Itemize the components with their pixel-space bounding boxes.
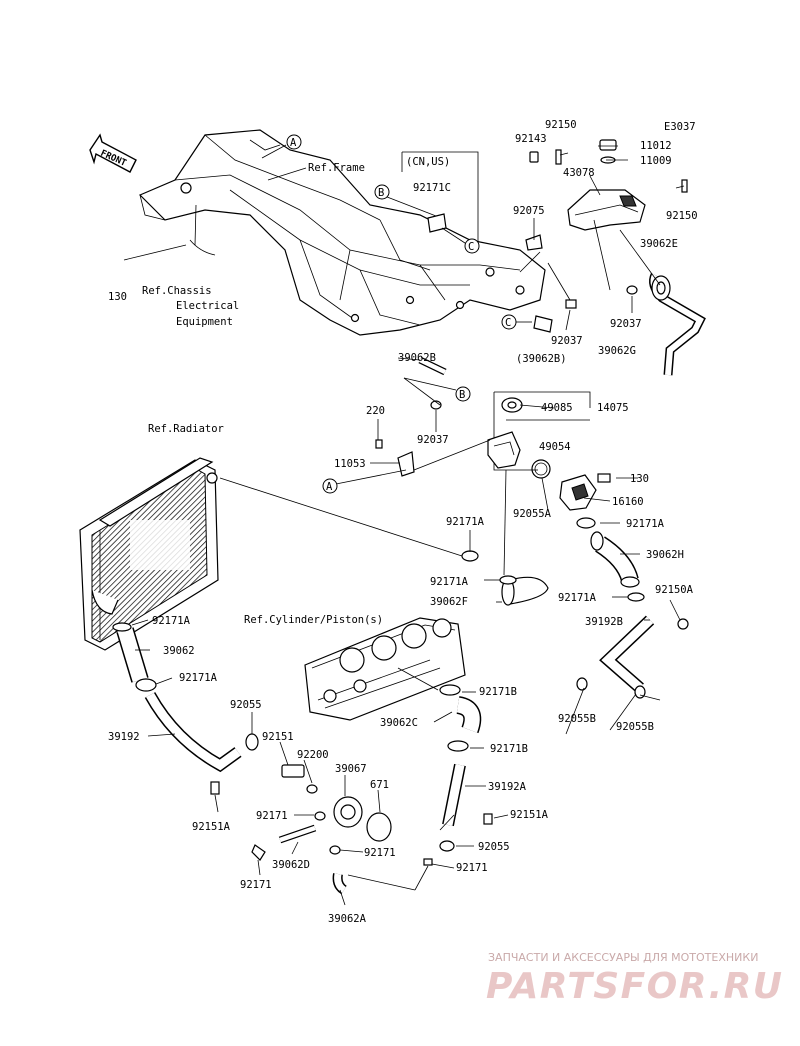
part-label: 92171A — [558, 592, 597, 604]
part-label: 39062 — [163, 645, 195, 657]
part-label: 92055 — [230, 699, 262, 711]
part-label: 92171C — [413, 182, 451, 194]
watermark-logo: PARTSFOR.RU — [486, 966, 782, 1007]
part-label: 92200 — [297, 749, 329, 761]
part-label: 14075 — [597, 402, 629, 414]
part-label: 39192B — [585, 616, 623, 628]
part-label: 92150 — [545, 119, 577, 131]
part-label: 92143 — [515, 133, 547, 145]
ref-frame: Ref.Frame — [308, 162, 365, 174]
part-label: 130 — [630, 473, 649, 485]
part-label: 39192A — [488, 781, 527, 793]
part-label: 92171 — [456, 862, 488, 874]
part-label: 39062C — [380, 717, 418, 729]
part-label: 39062D — [272, 859, 310, 871]
part-label: 39062G — [598, 345, 636, 357]
part-label: 11053 — [334, 458, 366, 470]
part-label: 43078 — [563, 167, 595, 179]
part-label: 92055B — [558, 713, 596, 725]
region-box-label: (CN,US) — [406, 156, 450, 168]
svg-text:C: C — [505, 317, 511, 329]
part-label: 39062E — [640, 238, 678, 250]
ref-cylinder: Ref.Cylinder/Piston(s) — [244, 614, 383, 626]
part-label: 92151A — [192, 821, 231, 833]
part-label: 92171A — [430, 576, 469, 588]
part-label: 220 — [366, 405, 385, 417]
part-labels: 92150 92143 11012 11009 43078 92150 9217… — [108, 119, 698, 925]
part-label: 11012 — [640, 140, 672, 152]
part-label: 92171 — [256, 810, 288, 822]
part-label: 130 — [108, 291, 127, 303]
part-label: 92171A — [626, 518, 665, 530]
part-label: 49054 — [539, 441, 571, 453]
svg-text:A: A — [290, 137, 297, 149]
part-label: 92171A — [152, 615, 191, 627]
part-label: (39062B) — [516, 353, 567, 365]
ref-chassis-line-2: Electrical — [176, 300, 239, 312]
pipe-39192b — [576, 615, 689, 699]
part-label: 92171 — [364, 847, 396, 859]
frame-illustration — [138, 129, 546, 336]
ref-chassis-line-1: Ref.Chassis — [142, 285, 212, 297]
callout-a-low: A — [322, 478, 338, 494]
ref-chassis-line-3: Equipment — [176, 316, 233, 328]
part-label: 671 — [370, 779, 389, 791]
part-label: 49085 — [541, 402, 573, 414]
region-box: (CN,US) — [401, 151, 479, 250]
callout-b-mid: B — [455, 386, 471, 402]
part-label: 92150A — [655, 584, 694, 596]
part-label: 92037 — [551, 335, 583, 347]
watermark-caption: ЗАПЧАСТИ И АКСЕССУАРЫ ДЛЯ МОТОТЕХНИКИ — [488, 951, 758, 964]
part-label: 92171 — [240, 879, 272, 891]
part-label: 92037 — [417, 434, 449, 446]
part-label: 92150 — [666, 210, 698, 222]
part-label: 92055A — [513, 508, 552, 520]
svg-text:B: B — [459, 389, 465, 401]
part-label: 92171A — [179, 672, 218, 684]
part-label: 92171B — [490, 743, 528, 755]
callout-c-top: C — [464, 238, 480, 254]
callout-a-top: A — [286, 134, 302, 150]
part-label: 92151 — [262, 731, 294, 743]
cylinder-block — [304, 617, 466, 721]
part-label: 39192 — [108, 731, 140, 743]
part-label: 92171B — [479, 686, 517, 698]
thermostat-housing — [375, 356, 611, 529]
part-label: 92055 — [478, 841, 510, 853]
part-label: 92171A — [446, 516, 485, 528]
part-label: 39067 — [335, 763, 367, 775]
part-label: 39062H — [646, 549, 684, 561]
part-label: 39062F — [430, 596, 468, 608]
callout-b-top: B — [374, 184, 390, 200]
part-label: 16160 — [612, 496, 644, 508]
part-label: 39062A — [328, 913, 367, 925]
lower-hoses — [112, 622, 493, 895]
svg-text:B: B — [378, 187, 384, 199]
svg-text:C: C — [468, 241, 474, 253]
callout-c-mid: C — [501, 314, 517, 330]
part-label: 39062B — [398, 352, 436, 364]
leader-lines — [123, 144, 685, 906]
part-label: 92151A — [510, 809, 549, 821]
part-label: 92055B — [616, 721, 654, 733]
part-label: 92075 — [513, 205, 545, 217]
upper-hoses — [461, 531, 645, 606]
bleeder-assembly — [525, 139, 706, 376]
radiator — [79, 457, 219, 651]
part-label: 92037 — [610, 318, 642, 330]
front-arrow-icon: FRONT — [89, 133, 137, 173]
ref-radiator: Ref.Radiator — [148, 423, 224, 435]
part-label: 11009 — [640, 155, 672, 167]
svg-text:A: A — [326, 481, 333, 493]
diagram-code: E3037 — [664, 121, 696, 133]
